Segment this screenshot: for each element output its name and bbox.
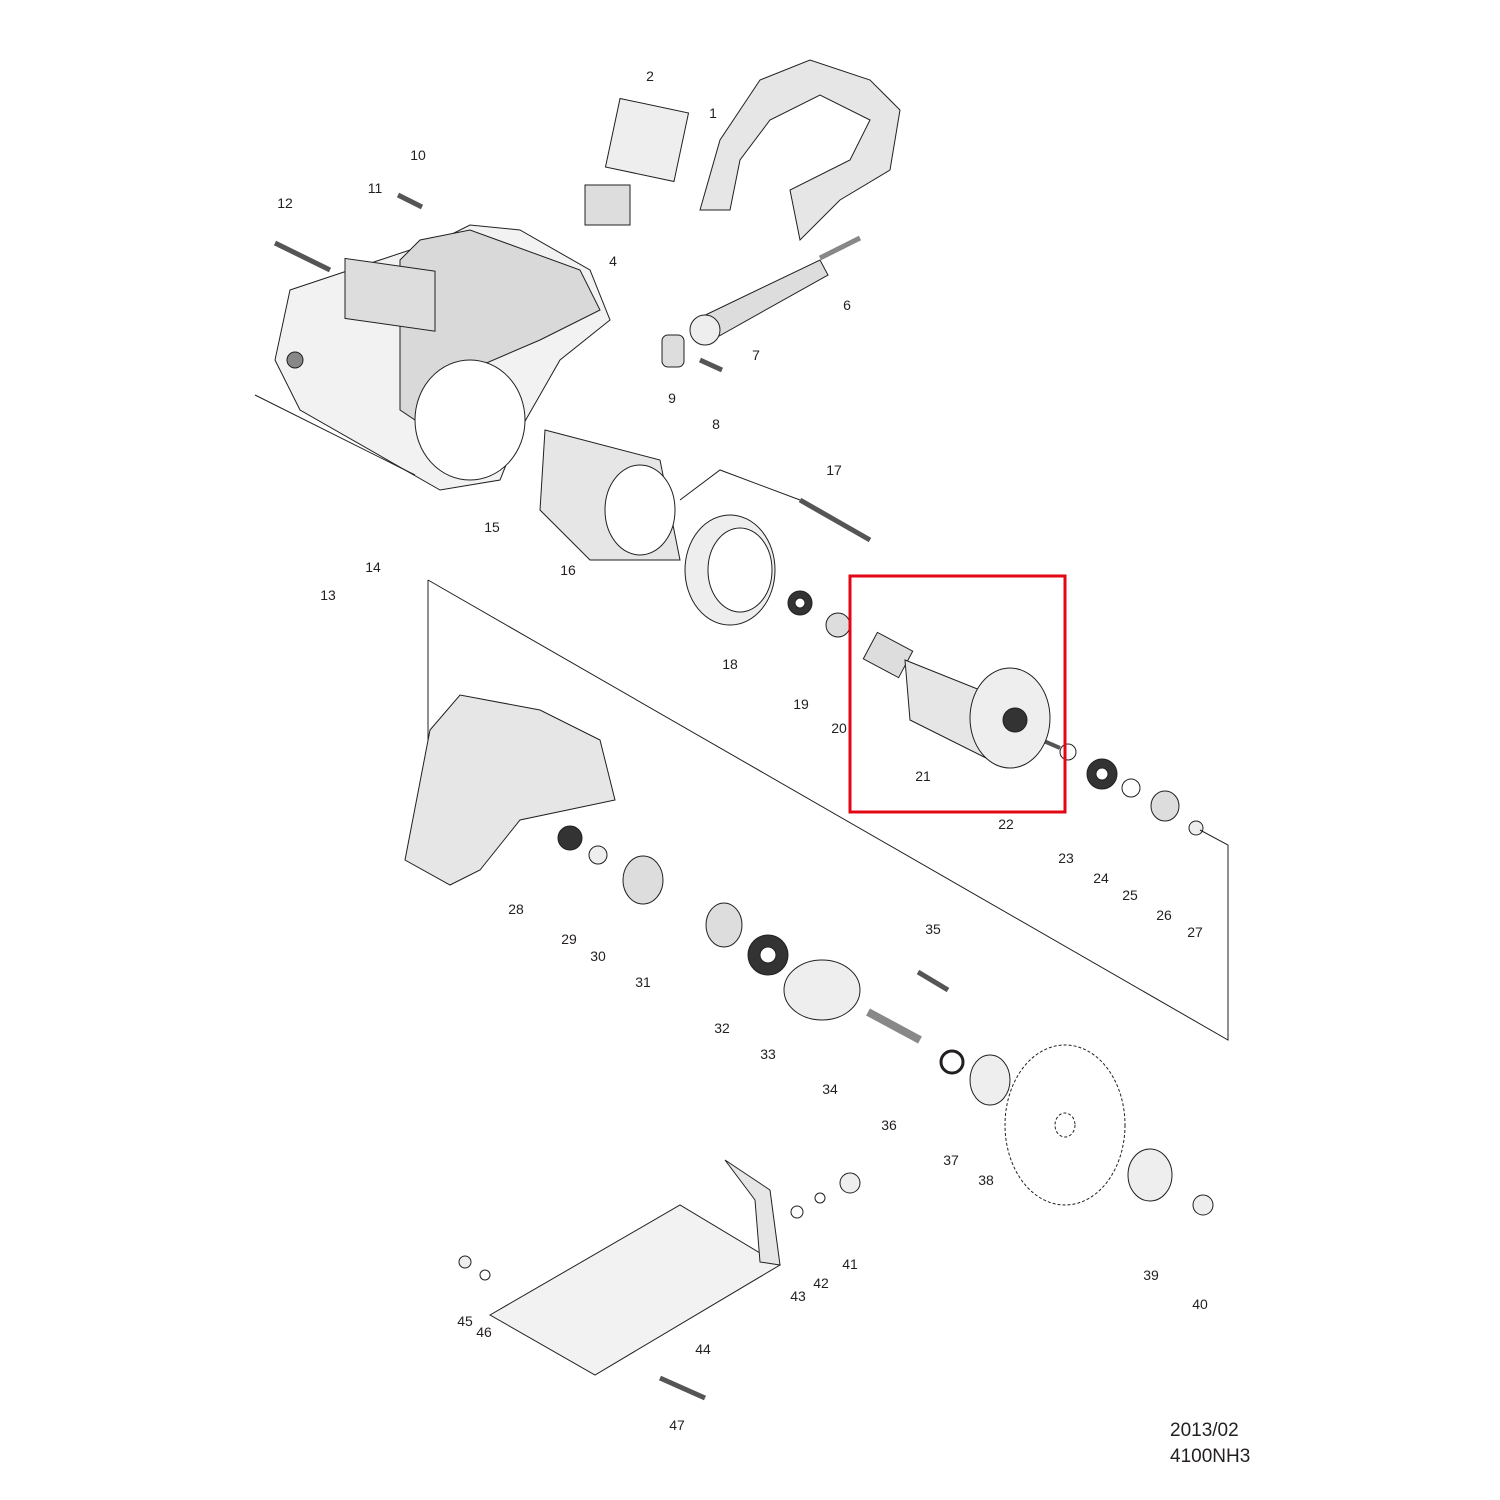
washer-part-20 (825, 612, 851, 638)
callout-28: 28 (508, 901, 524, 917)
blade (1004, 1044, 1126, 1206)
o-ring-part-37 (939, 1049, 965, 1075)
base-part-44 (488, 1204, 781, 1376)
revision-date: 2013/02 (1170, 1420, 1239, 1441)
nut-part-45 (458, 1255, 472, 1269)
callout-19: 19 (793, 696, 809, 712)
screw-part-10 (396, 192, 424, 210)
bolt-part-40 (1192, 1194, 1214, 1216)
callout-44: 44 (695, 1341, 711, 1357)
callout-24: 24 (1093, 870, 1109, 886)
callout-12: 12 (277, 195, 293, 211)
washer-part-42 (814, 1192, 826, 1204)
pin-part-6 (818, 235, 862, 261)
wing-bolt-part-41 (839, 1172, 861, 1194)
callout-14: 14 (365, 559, 381, 575)
callout-16: 16 (560, 562, 576, 578)
callout-30: 30 (590, 948, 606, 964)
gear-part-31 (622, 855, 664, 905)
callout-39: 39 (1143, 1267, 1159, 1283)
callout-36: 36 (881, 1117, 897, 1133)
callout-9: 9 (668, 390, 676, 406)
washer-part-46 (479, 1269, 491, 1281)
screw-part-12 (273, 240, 332, 273)
callout-29: 29 (561, 931, 577, 947)
callout-11: 11 (367, 180, 383, 196)
callout-20: 20 (831, 720, 847, 736)
callout-40: 40 (1192, 1296, 1208, 1312)
callout-35: 35 (925, 921, 941, 937)
screw-part-17 (798, 497, 872, 543)
nut-part-30 (588, 845, 608, 865)
bearing-part-29 (557, 825, 583, 851)
callout-17: 17 (826, 462, 842, 478)
part-32 (705, 902, 743, 948)
screw-part-8 (698, 357, 724, 373)
callout-25: 25 (1122, 887, 1138, 903)
callout-27: 27 (1187, 924, 1203, 940)
callout-38: 38 (978, 1172, 994, 1188)
callout-21: 21 (915, 768, 931, 784)
model-number: 4100NH3 (1170, 1446, 1251, 1467)
callout-37: 37 (943, 1152, 959, 1168)
callout-33: 33 (760, 1046, 776, 1062)
callout-41: 41 (842, 1256, 858, 1272)
washer-part-23 (1059, 743, 1077, 761)
callout-42: 42 (813, 1275, 829, 1291)
callout-46: 46 (476, 1324, 492, 1340)
callout-31: 31 (635, 974, 651, 990)
bearing-box-part-34 (783, 959, 861, 1021)
callout-15: 15 (484, 519, 500, 535)
callout-10: 10 (410, 147, 426, 163)
screw-part-35 (916, 969, 950, 993)
part-9 (661, 334, 685, 368)
callout-47: 47 (669, 1417, 685, 1433)
nut-part-27 (1188, 820, 1204, 836)
callout-18: 18 (722, 656, 738, 672)
callout-22: 22 (998, 816, 1014, 832)
flange-part-39 (1127, 1148, 1173, 1202)
switch-part-2 (604, 97, 690, 183)
part-4 (584, 184, 631, 226)
gear-part-26 (1150, 790, 1180, 822)
callout-8: 8 (712, 416, 720, 432)
callout-2: 2 (646, 68, 654, 84)
callout-34: 34 (822, 1081, 838, 1097)
callout-6: 6 (843, 297, 851, 313)
callout-26: 26 (1156, 907, 1172, 923)
washer-part-25 (1121, 778, 1141, 798)
callout-45: 45 (457, 1313, 473, 1329)
callout-13: 13 (320, 587, 336, 603)
callout-23: 23 (1058, 850, 1074, 866)
callout-1: 1 (709, 105, 717, 121)
spindle-part-36 (866, 1008, 922, 1044)
callout-43: 43 (790, 1288, 806, 1304)
flange-part-38 (969, 1054, 1011, 1106)
callout-4: 4 (609, 253, 617, 269)
handle-part-1 (699, 59, 901, 242)
callout-7: 7 (752, 347, 760, 363)
callout-32: 32 (714, 1020, 730, 1036)
highlight-box (848, 574, 1067, 814)
gear-housing-part-28 (404, 694, 616, 886)
bolt-part-47 (658, 1375, 707, 1401)
nameplate-part-11 (344, 257, 436, 332)
washer-part-43 (790, 1205, 804, 1219)
